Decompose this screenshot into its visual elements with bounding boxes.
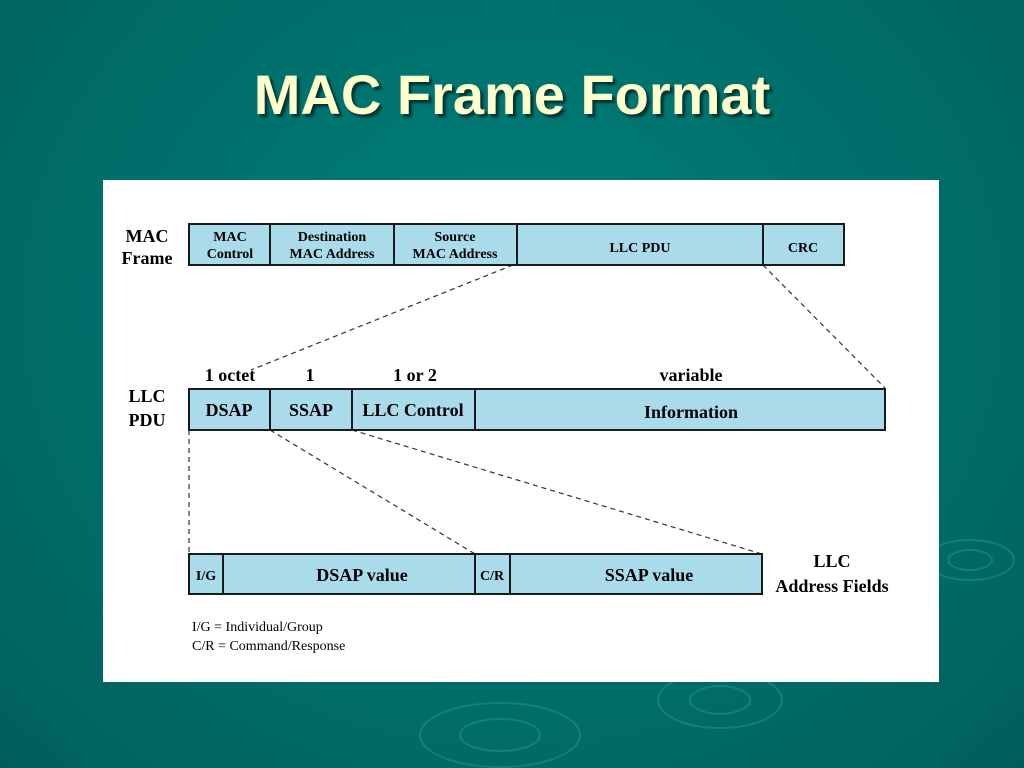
connector-llcpdu-right xyxy=(762,264,886,389)
field-source-line1: Source xyxy=(435,230,476,245)
size-llc-control: 1 or 2 xyxy=(393,365,437,385)
llc-address-label-line2: Address Fields xyxy=(775,576,888,596)
field-mac-control-line1: MAC xyxy=(213,230,246,245)
llc-address-label-line1: LLC xyxy=(813,551,850,571)
size-dsap: 1 octet xyxy=(205,365,255,385)
field-crc: CRC xyxy=(788,241,818,256)
field-cr: C/R xyxy=(480,569,505,584)
connector-llcpdu-left xyxy=(250,264,514,371)
field-source-line2: MAC Address xyxy=(413,247,498,262)
field-information: Information xyxy=(644,402,738,422)
legend-cr: C/R = Command/Response xyxy=(192,639,345,654)
size-ssap: 1 xyxy=(306,365,315,385)
field-dsap: DSAP xyxy=(205,400,252,420)
legend-ig: I/G = Individual/Group xyxy=(192,620,323,635)
connector-ssap-right xyxy=(351,429,763,555)
connector-dsap-right xyxy=(269,429,476,555)
field-destination-line1: Destination xyxy=(298,230,367,245)
mac-frame-label-line1: MAC xyxy=(126,226,169,246)
field-dsap-value: DSAP value xyxy=(316,565,408,585)
field-ssap-value: SSAP value xyxy=(605,565,694,585)
mac-frame-label-line2: Frame xyxy=(122,248,173,268)
slide-title: MAC Frame Format xyxy=(253,63,771,126)
field-llc-control: LLC Control xyxy=(362,400,463,420)
field-ssap: SSAP xyxy=(289,400,333,420)
llc-pdu-bar xyxy=(188,388,886,431)
size-information: variable xyxy=(660,365,723,385)
llc-pdu-label-line2: PDU xyxy=(129,410,166,430)
frame-format-diagram: MAC Frame MAC Control Destination MAC Ad… xyxy=(122,223,889,654)
diagram-panel: MAC Frame MAC Control Destination MAC Ad… xyxy=(103,180,939,682)
field-destination-line2: MAC Address xyxy=(290,247,375,262)
field-ig: I/G xyxy=(196,569,216,584)
field-llc-pdu: LLC PDU xyxy=(609,241,670,256)
llc-pdu-label-line1: LLC xyxy=(128,386,165,406)
connector-lines xyxy=(188,264,886,555)
field-mac-control-line2: Control xyxy=(207,247,254,262)
